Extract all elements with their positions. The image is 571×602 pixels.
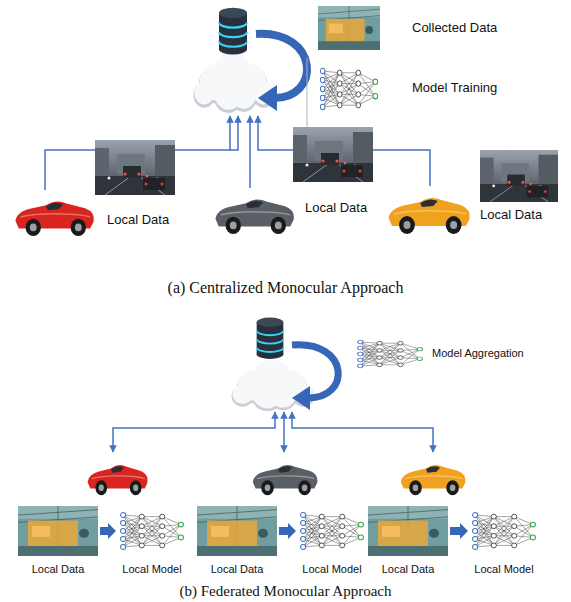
node-label: Local Model (470, 563, 538, 576)
car-gray (215, 199, 293, 234)
car-gray (253, 465, 318, 495)
database-icon (219, 8, 247, 55)
local-data-node: Local Data (197, 506, 277, 576)
legend-text: Collected Data (412, 20, 497, 36)
car-yellow (389, 198, 470, 234)
local-data-node: Local Data (18, 506, 98, 576)
loop-arrow-head (292, 386, 310, 410)
local-model-node: Local Model (470, 506, 538, 576)
node-label: Local Data (18, 563, 98, 576)
separator-line (307, 58, 308, 136)
node-label: Local Model (118, 563, 186, 576)
loop-arrow (292, 345, 338, 398)
local-model-node: Local Model (298, 506, 366, 576)
local-model-icon (473, 513, 536, 550)
local-data-image (480, 150, 558, 202)
car-yellow (401, 465, 466, 495)
local-model-node: Local Model (118, 506, 186, 576)
block-arrow (279, 523, 296, 539)
local-data-image (368, 506, 448, 556)
block-arrow (450, 523, 468, 539)
car-red (88, 465, 148, 495)
database-icon (257, 318, 284, 359)
legend-text: Model Training (412, 80, 497, 96)
image-label: Local Data (305, 200, 367, 216)
sub-caption: (a) Centralized Monocular Approach (0, 278, 571, 297)
cloud-server (232, 360, 315, 411)
federated-wire (113, 412, 433, 452)
local-data-node: Local Data (368, 506, 448, 576)
local-data-image (197, 506, 277, 556)
car-red (15, 201, 93, 236)
neural-net-icon (320, 68, 377, 109)
local-data-image (293, 127, 373, 182)
image-label: Local Data (480, 207, 542, 223)
collected-data-image (318, 6, 380, 50)
node-label: Local Data (368, 563, 448, 576)
neural-net-icon (358, 340, 423, 368)
node-label: Local Data (197, 563, 277, 576)
cloud-server (193, 52, 274, 113)
image-label: Local Data (107, 212, 169, 228)
local-data-image (18, 506, 98, 556)
node-label: Local Model (298, 563, 366, 576)
loop-arrow (256, 34, 307, 98)
block-arrow (100, 523, 116, 539)
local-model-icon (121, 513, 184, 550)
legend-text: Model Aggregation (432, 346, 524, 360)
sub-caption: (b) Federated Monocular Approach (0, 582, 571, 600)
local-model-icon (301, 513, 364, 550)
local-data-image (95, 140, 175, 195)
loop-arrow-head (258, 85, 277, 111)
